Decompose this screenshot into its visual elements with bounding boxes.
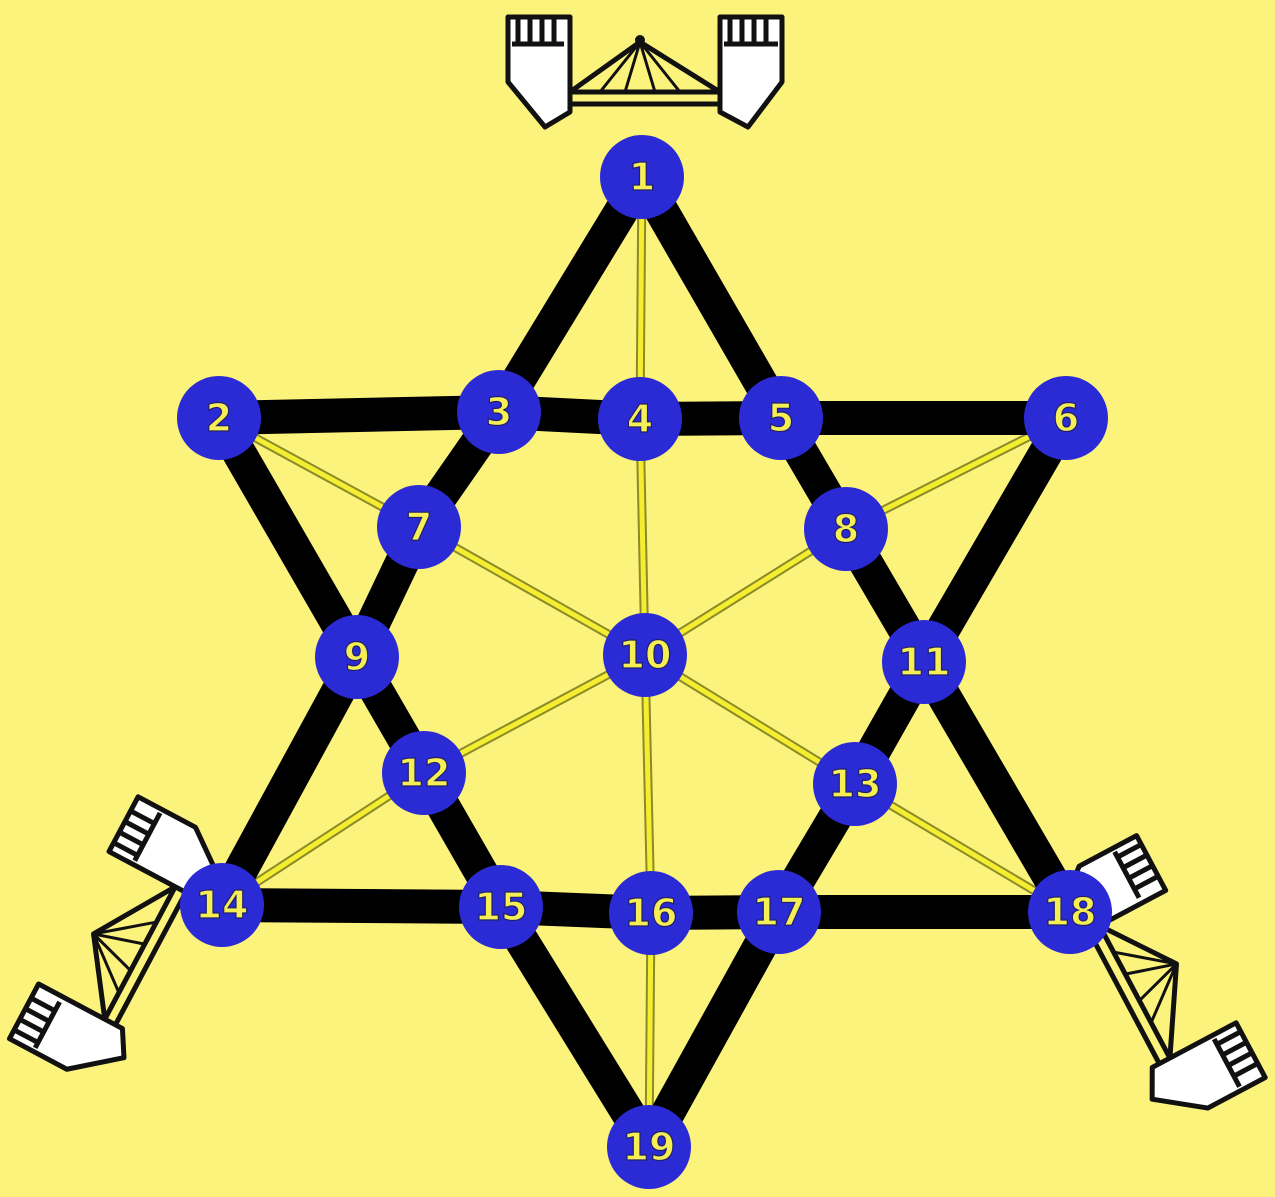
- node-label: 15: [475, 885, 528, 929]
- node-11: 11: [882, 620, 966, 704]
- node-1: 1: [600, 135, 684, 219]
- node-label: 3: [486, 390, 512, 434]
- node-15: 15: [459, 865, 543, 949]
- node-label: 19: [623, 1125, 676, 1169]
- node-label: 4: [627, 397, 653, 441]
- node-label: 7: [406, 505, 432, 549]
- node-17: 17: [737, 870, 821, 954]
- node-label: 6: [1053, 396, 1079, 440]
- node-13: 13: [813, 742, 897, 826]
- node-12: 12: [382, 731, 466, 815]
- node-label: 14: [196, 883, 249, 927]
- node-14: 14: [180, 863, 264, 947]
- node-label: 17: [753, 890, 806, 934]
- node-5: 5: [739, 376, 823, 460]
- node-3: 3: [457, 370, 541, 454]
- node-label: 2: [206, 396, 232, 440]
- node-4: 4: [598, 377, 682, 461]
- node-label: 16: [625, 891, 678, 935]
- node-label: 1: [629, 155, 655, 199]
- node-label: 8: [833, 507, 859, 551]
- node-7: 7: [377, 485, 461, 569]
- node-16: 16: [609, 871, 693, 955]
- node-label: 5: [768, 396, 794, 440]
- node-6: 6: [1024, 376, 1108, 460]
- node-19: 19: [607, 1105, 691, 1189]
- node-18: 18: [1028, 870, 1112, 954]
- node-label: 10: [619, 633, 672, 677]
- node-label: 11: [898, 640, 951, 684]
- node-label: 13: [829, 762, 882, 806]
- node-9: 9: [315, 615, 399, 699]
- node-label: 18: [1044, 890, 1097, 934]
- node-2: 2: [177, 376, 261, 460]
- node-8: 8: [804, 487, 888, 571]
- node-10: 10: [603, 613, 687, 697]
- node-label: 12: [398, 751, 451, 795]
- node-label: 9: [344, 635, 370, 679]
